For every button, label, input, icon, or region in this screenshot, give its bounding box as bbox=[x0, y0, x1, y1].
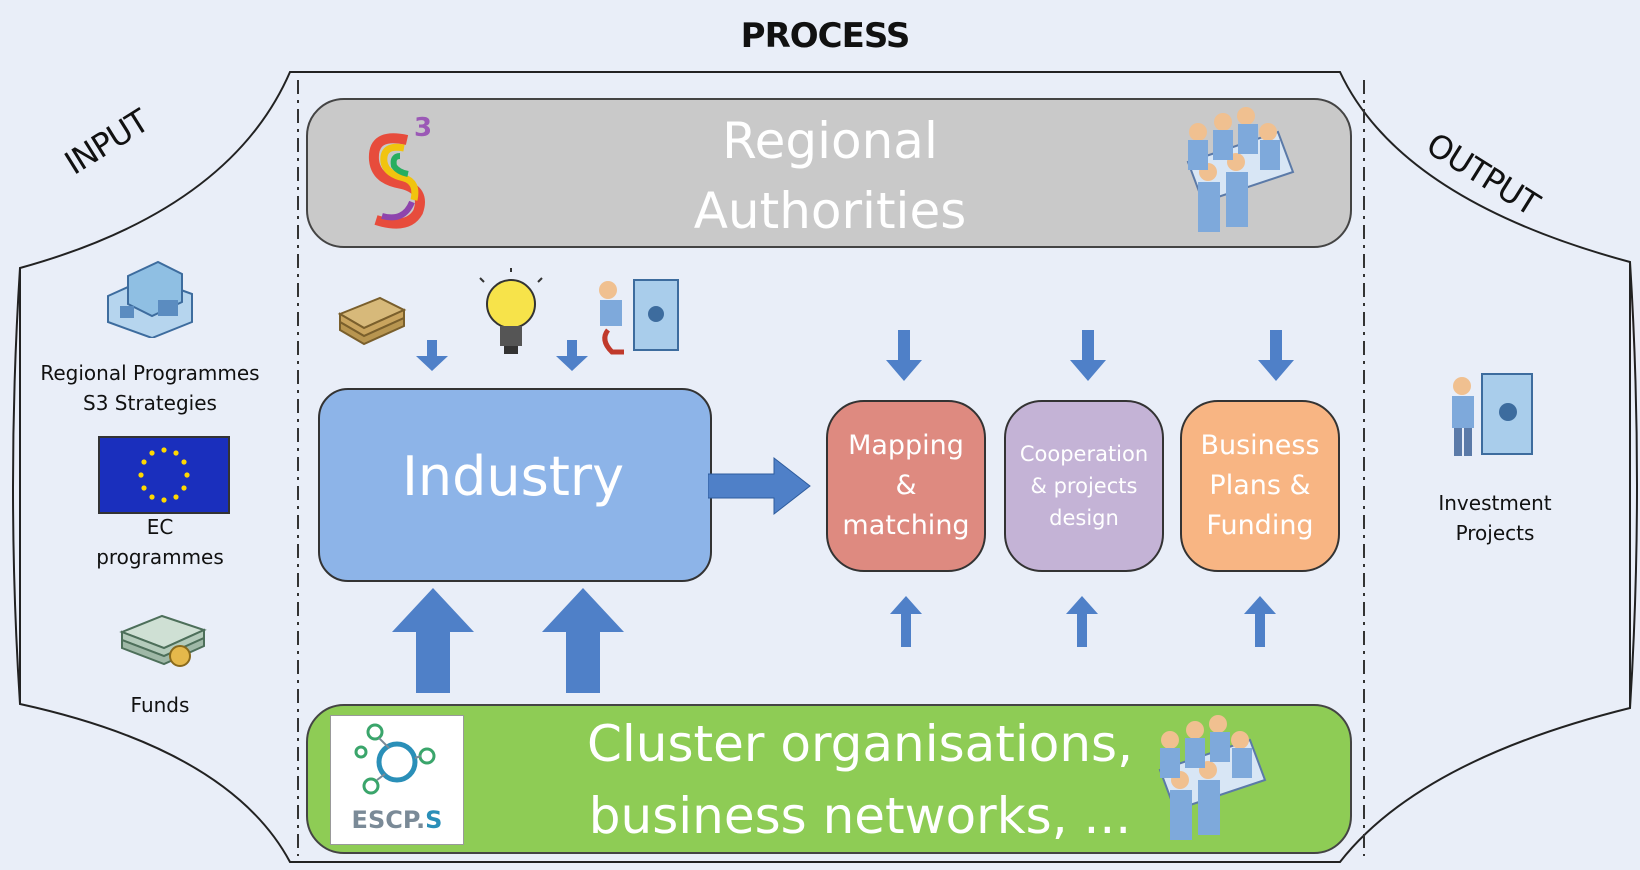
arrow-down-icon bbox=[1258, 330, 1294, 381]
input-line: programmes bbox=[96, 545, 224, 569]
arrow-up-large-icon bbox=[542, 588, 624, 693]
building-icon bbox=[107, 260, 193, 338]
step-line: & projects bbox=[1030, 474, 1138, 498]
lightbulb-icon bbox=[479, 268, 543, 354]
input-line: S3 Strategies bbox=[83, 391, 217, 415]
arrow-down-icon bbox=[416, 340, 448, 371]
arrow-right-icon bbox=[708, 456, 811, 516]
escp-logo bbox=[330, 715, 464, 845]
safe-person-icon bbox=[599, 279, 679, 355]
industry-box bbox=[318, 388, 712, 582]
output-investment-projects: Investment Projects bbox=[1400, 488, 1590, 548]
arrow-down-icon bbox=[556, 340, 588, 371]
svg-text:3: 3 bbox=[414, 113, 432, 143]
step-line: & bbox=[895, 470, 917, 501]
step-line: Plans & bbox=[1209, 470, 1311, 501]
arrow-up-icon bbox=[1066, 596, 1098, 647]
cluster-label: Cluster organisations, business networks… bbox=[550, 708, 1170, 852]
investment-safe-icon bbox=[1452, 373, 1533, 456]
arrow-up-icon bbox=[890, 596, 922, 647]
regional-authorities-line2: Authorities bbox=[693, 182, 967, 240]
output-line: Projects bbox=[1455, 521, 1535, 545]
escp-logo-word: ESCP. bbox=[351, 806, 426, 834]
input-ec-programmes: EC programmes bbox=[60, 512, 260, 572]
output-line: Investment bbox=[1438, 491, 1552, 515]
cluster-line1: Cluster organisations, bbox=[587, 715, 1133, 773]
s3-logo-icon: 3 bbox=[368, 113, 432, 229]
industry-label: Industry bbox=[401, 445, 625, 508]
step-line: matching bbox=[842, 510, 970, 541]
step-line: Mapping bbox=[848, 430, 964, 461]
input-line: Regional Programmes bbox=[40, 361, 260, 385]
input-line: EC bbox=[146, 515, 174, 539]
cluster-line2: business networks, ... bbox=[588, 787, 1132, 845]
regional-authorities-line1: Regional bbox=[722, 112, 938, 170]
input-regional-programmes: Regional Programmes S3 Strategies bbox=[28, 358, 272, 418]
step-line: Cooperation bbox=[1019, 442, 1149, 466]
input-funds: Funds bbox=[130, 693, 190, 717]
meeting-people-icon bbox=[1158, 715, 1267, 840]
step-line: Business bbox=[1200, 430, 1320, 461]
arrow-down-icon bbox=[1070, 330, 1106, 381]
arrow-down-icon bbox=[886, 330, 922, 381]
escp-logo-s: S bbox=[425, 806, 443, 834]
step-line: design bbox=[1049, 506, 1119, 530]
arrow-up-icon bbox=[1244, 596, 1276, 647]
escp-network-icon bbox=[354, 723, 436, 795]
papers-stack-icon bbox=[337, 296, 407, 346]
regional-authorities-panel bbox=[306, 98, 1352, 248]
eu-flag-icon bbox=[98, 436, 230, 514]
step-line: Funding bbox=[1206, 510, 1314, 541]
step-mapping-matching: Mapping & matching bbox=[826, 400, 986, 572]
step-cooperation-design: Cooperation & projects design bbox=[1004, 400, 1164, 572]
meeting-people-icon bbox=[1186, 107, 1295, 232]
escp-logo-text: ESCP.S bbox=[334, 806, 460, 834]
process-title: PROCESS bbox=[740, 16, 911, 56]
arrow-up-large-icon bbox=[392, 588, 474, 693]
money-icon bbox=[119, 614, 207, 667]
regional-authorities-label: Regional Authorities bbox=[560, 106, 1100, 246]
